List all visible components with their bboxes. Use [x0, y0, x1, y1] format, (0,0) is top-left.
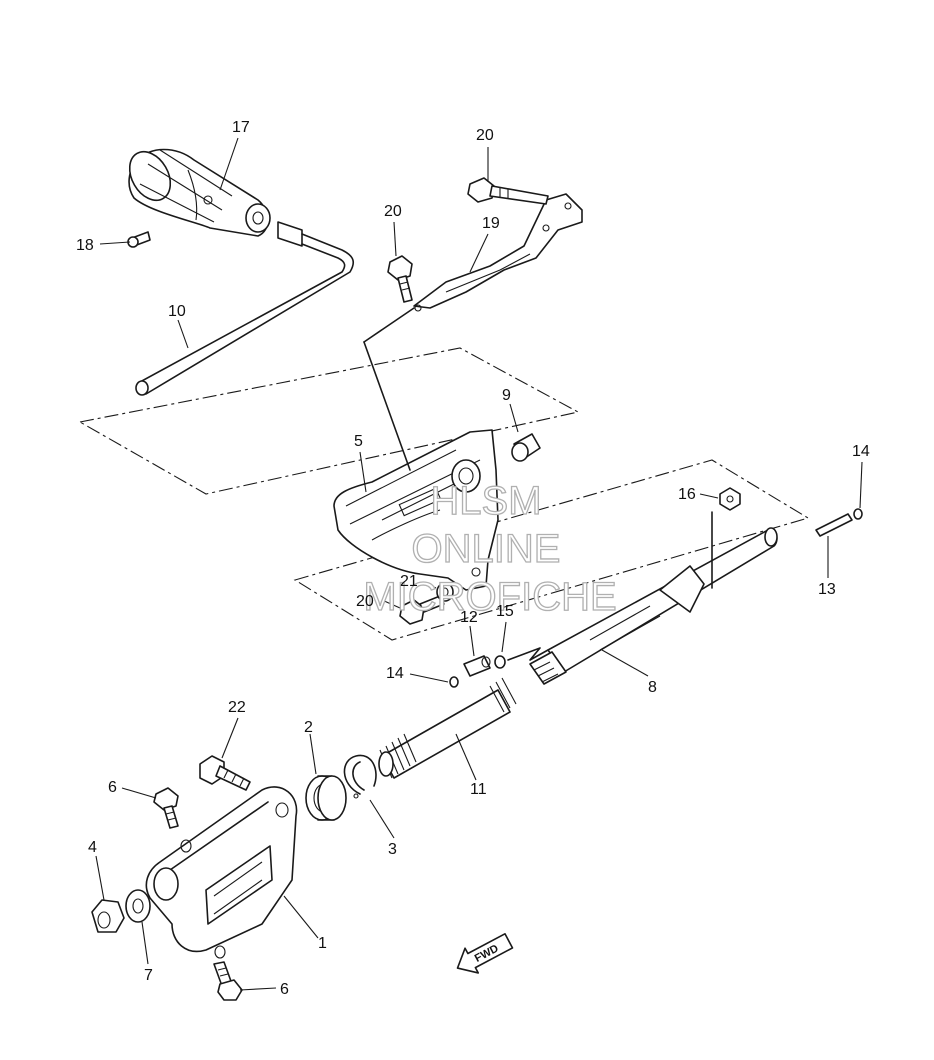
callout-6-lower: 6 [280, 981, 289, 998]
callout-14-left: 14 [386, 665, 404, 682]
bolt-22 [199, 755, 251, 791]
callout-16: 16 [678, 486, 696, 503]
callout-17: 17 [232, 119, 250, 136]
watermark-line-3: MICROFICHE [363, 575, 616, 619]
callout-20-lower: 20 [356, 593, 374, 610]
callout-10: 10 [168, 303, 186, 320]
watermark: HLSM ONLINE MICROFICHE [363, 478, 618, 619]
grip-knob [128, 148, 271, 237]
callout-20-top: 20 [476, 127, 494, 144]
callout-21: 21 [400, 573, 418, 590]
screw-18 [127, 231, 151, 248]
nut-16 [719, 487, 741, 511]
callout-15: 15 [496, 603, 514, 620]
nut-4 [91, 899, 125, 933]
leader-lines [95, 137, 863, 991]
callout-1: 1 [318, 935, 327, 952]
clip-14-right [853, 508, 863, 520]
bracket-plate [413, 193, 583, 312]
bolt-6-lower [213, 961, 243, 1001]
callout-11: 11 [470, 781, 487, 798]
washer-15 [494, 655, 506, 669]
bolt-20-lower [399, 595, 445, 625]
watermark-line-2: ONLINE [412, 527, 561, 571]
callout-6-upper: 6 [108, 779, 117, 796]
shift-rod [135, 221, 355, 396]
bolt-6-upper [153, 787, 179, 829]
callout-14-right: 14 [852, 443, 870, 460]
assembly-plane-upper [78, 347, 580, 495]
pin-13 [815, 513, 853, 537]
callout-20-left: 20 [384, 203, 402, 220]
washer-21 [436, 582, 454, 602]
bearing-2 [305, 775, 347, 821]
spring-shaft [378, 677, 517, 779]
callout-2: 2 [304, 719, 313, 736]
callout-18: 18 [76, 237, 94, 254]
clip-14-left [449, 676, 459, 688]
pin-12 [463, 655, 491, 677]
callout-4: 4 [88, 839, 97, 856]
callout-19: 19 [482, 215, 500, 232]
callout-9: 9 [502, 387, 511, 404]
bolt-20-top [467, 177, 549, 205]
fwd-direction-badge: FWD [456, 932, 514, 974]
washer-7 [125, 889, 151, 923]
callout-13: 13 [818, 581, 836, 598]
watermark-line-1: HLSM [430, 479, 541, 523]
callout-7: 7 [144, 967, 153, 984]
bolt-20-left [387, 255, 413, 303]
mount-bracket [145, 786, 298, 959]
collar-9 [511, 433, 541, 462]
callout-labels: 17 18 10 20 20 19 9 5 14 16 13 21 20 12 … [76, 119, 870, 998]
callout-8: 8 [648, 679, 657, 696]
callout-12: 12 [460, 609, 478, 626]
shift-shaft [529, 511, 778, 685]
callout-3: 3 [388, 841, 397, 858]
circlip-3 [343, 754, 377, 799]
callout-22: 22 [228, 699, 246, 716]
break-line [507, 647, 549, 661]
shift-bracket [333, 307, 499, 591]
callout-5: 5 [354, 433, 363, 450]
